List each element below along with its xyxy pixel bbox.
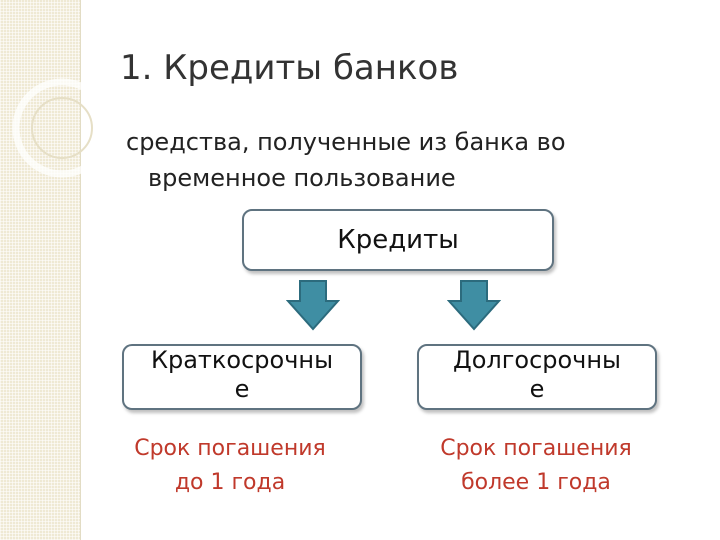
long-term-box: Долгосрочны е	[417, 344, 657, 410]
definition-text: средства, полученные из банка во временн…	[126, 124, 686, 196]
long-term-repayment: Срок погашения более 1 года	[416, 432, 656, 500]
credits-root-box: Кредиты	[242, 209, 554, 271]
short-term-repayment-line-2: до 1 года	[174, 470, 286, 495]
definition-line-1: средства, полученные из банка во	[126, 128, 566, 156]
down-arrow-icon	[447, 280, 501, 331]
decorative-rings	[12, 78, 112, 178]
long-term-label-line-1: Долгосрочны	[453, 346, 621, 374]
long-term-repayment-line-2: более 1 года	[461, 470, 611, 495]
definition-line-2: временное пользование	[148, 164, 456, 192]
short-term-label-line-1: Краткосрочны	[150, 346, 334, 374]
short-term-box: Краткосрочны е	[122, 344, 362, 410]
long-term-label-line-2: е	[529, 375, 545, 403]
down-arrow-icon	[286, 280, 340, 331]
short-term-repayment-line-1: Срок погашения	[134, 436, 326, 461]
long-term-repayment-line-1: Срок погашения	[440, 436, 632, 461]
credits-root-label: Кредиты	[337, 225, 459, 255]
short-term-repayment: Срок погашения до 1 года	[110, 432, 350, 500]
slide-title: 1. Кредиты банков	[120, 48, 459, 88]
short-term-label-line-2: е	[234, 375, 250, 403]
